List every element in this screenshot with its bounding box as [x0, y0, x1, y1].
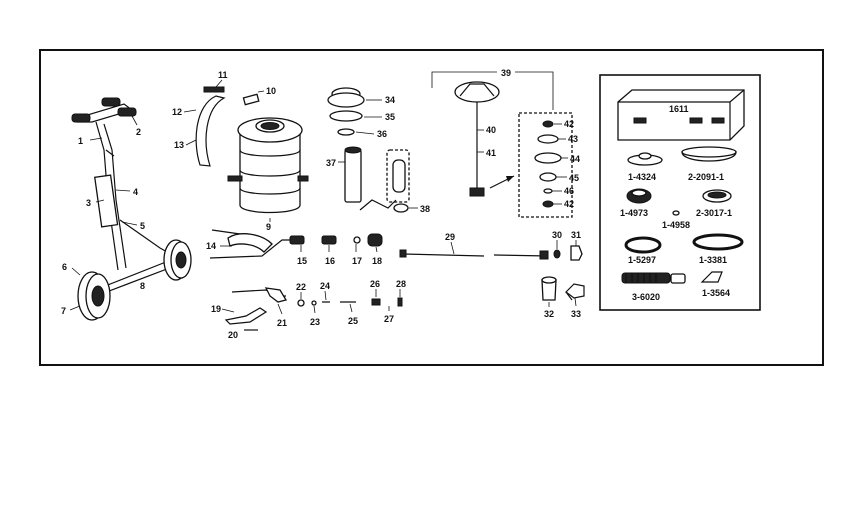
pump-assembly — [327, 87, 410, 213]
callout-15: 15 — [297, 256, 307, 266]
callout-6: 6 — [62, 262, 67, 272]
callout-42-top: 42 — [564, 119, 574, 129]
callout-3: 3 — [86, 198, 91, 208]
callout-25: 25 — [348, 316, 358, 326]
callout-9: 9 — [266, 222, 271, 232]
callout-37: 37 — [326, 158, 336, 168]
callout-22: 22 — [296, 282, 306, 292]
kit-part-1-4973: 1-4973 — [620, 208, 648, 218]
kit-part-3-6020: 3-6020 — [632, 292, 660, 302]
callout-36: 36 — [377, 129, 387, 139]
tank-callouts: 11 10 12 13 9 — [172, 70, 276, 232]
callout-29: 29 — [445, 232, 455, 242]
callout-18: 18 — [372, 256, 382, 266]
callout-16: 16 — [325, 256, 335, 266]
kit-part-1-3564: 1-3564 — [702, 288, 730, 298]
callout-44: 44 — [570, 154, 580, 164]
callout-20: 20 — [228, 330, 238, 340]
callout-2: 2 — [136, 127, 141, 137]
callout-8: 8 — [140, 281, 145, 291]
wand-callouts: 29 30 31 — [445, 230, 581, 255]
callout-23: 23 — [310, 317, 320, 327]
callout-26: 26 — [370, 279, 380, 289]
nozzle-callouts: 32 33 — [544, 297, 581, 319]
pump-callouts: 34 35 36 37 38 — [326, 95, 430, 214]
callout-34: 34 — [385, 95, 395, 105]
cart-callouts: 1 2 3 4 5 6 7 8 — [61, 115, 145, 316]
callout-41: 41 — [486, 148, 496, 158]
callout-42-bottom: 42 — [564, 199, 574, 209]
callout-17: 17 — [352, 256, 362, 266]
extension-callouts: 19 20 21 22 23 24 25 26 27 28 — [211, 279, 406, 340]
plunger-assembly — [431, 71, 573, 218]
kit-part-2-3017-1: 2-3017-1 — [696, 208, 732, 218]
callout-4: 4 — [133, 187, 138, 197]
callout-32: 32 — [544, 309, 554, 319]
callout-12: 12 — [172, 107, 182, 117]
callout-38: 38 — [420, 204, 430, 214]
kit-box-label: 1611 — [669, 104, 689, 114]
callout-1: 1 — [78, 136, 83, 146]
callout-30: 30 — [552, 230, 562, 240]
kit-part-1-4958: 1-4958 — [662, 220, 690, 230]
kit-part-1-5297: 1-5297 — [628, 255, 656, 265]
callout-11: 11 — [218, 70, 228, 80]
callout-13: 13 — [174, 140, 184, 150]
kit-part-2-2091-1: 2-2091-1 — [688, 172, 724, 182]
tank-assembly — [195, 86, 309, 214]
callout-14: 14 — [206, 241, 216, 251]
callout-24: 24 — [320, 281, 330, 291]
callout-21: 21 — [277, 318, 287, 328]
callout-39: 39 — [501, 68, 511, 78]
callout-40: 40 — [486, 125, 496, 135]
shutoff-callouts: 14 15 16 17 18 — [206, 241, 382, 266]
shutoff-assembly — [209, 229, 383, 259]
kit-part-1-3381: 1-3381 — [699, 255, 727, 265]
cart-assembly — [71, 97, 192, 321]
extension-assembly — [224, 287, 403, 331]
callout-19: 19 — [211, 304, 221, 314]
callout-45: 45 — [569, 173, 579, 183]
callout-35: 35 — [385, 112, 395, 122]
service-kit: 1611 1-4324 2-2091-1 1-4973 1-4958 2-301… — [617, 89, 745, 302]
plunger-callouts: 39 40 41 42 43 44 45 46 42 — [477, 68, 580, 209]
callout-5: 5 — [140, 221, 145, 231]
callout-10: 10 — [266, 86, 276, 96]
callout-27: 27 — [384, 314, 394, 324]
nozzle-assembly — [541, 276, 585, 301]
kit-part-1-4324: 1-4324 — [628, 172, 656, 182]
callout-43: 43 — [568, 134, 578, 144]
callout-7: 7 — [61, 306, 66, 316]
callout-28: 28 — [396, 279, 406, 289]
wand-assembly — [399, 245, 583, 261]
callout-33: 33 — [571, 309, 581, 319]
callout-46: 46 — [564, 186, 574, 196]
callout-31: 31 — [571, 230, 581, 240]
